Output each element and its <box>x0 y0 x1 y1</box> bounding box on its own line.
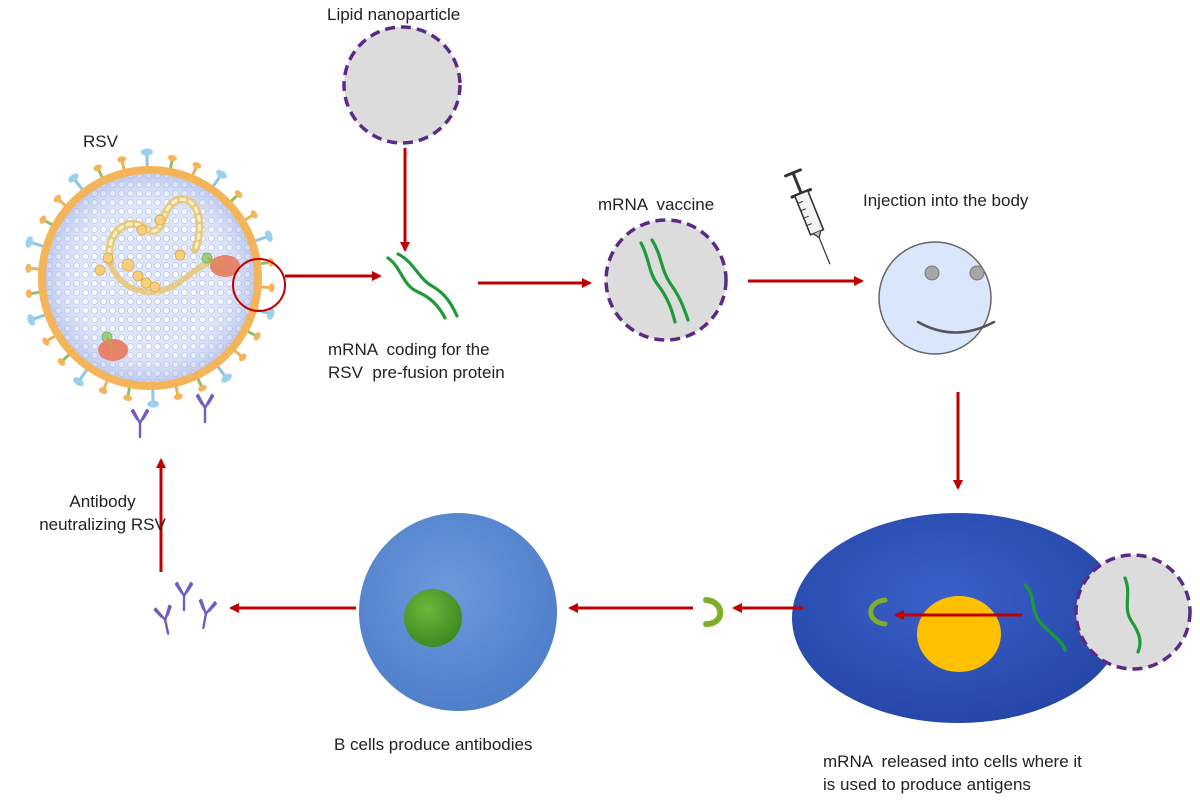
virus-spike-head <box>93 164 102 172</box>
virus-spike-head <box>238 353 247 362</box>
virus-spike-head <box>173 393 183 400</box>
virus-spike-head <box>266 308 275 320</box>
virus-spike-head <box>140 148 153 156</box>
virus-spike-head <box>25 263 32 273</box>
mrna-vaccine-icon <box>1074 553 1192 671</box>
virus-spike-head <box>147 400 160 408</box>
virus-spike-head <box>123 394 133 401</box>
virus-spike-head <box>253 332 261 341</box>
virus-spike-head <box>250 210 258 219</box>
virus-spike-head <box>98 387 108 394</box>
virus-spike-head <box>57 357 66 366</box>
mrna-coding-line2: RSV pre-fusion protein <box>328 363 505 382</box>
mrna-released-label: mRNA released into cells where it is use… <box>823 750 1082 796</box>
virus-spike-head <box>198 384 207 392</box>
virus-spike-head <box>39 215 47 224</box>
b-cells-label: B cells produce antibodies <box>334 735 533 754</box>
virus-spike-head <box>192 162 202 169</box>
virus-spike-head <box>264 230 273 242</box>
virus-spike-head <box>27 314 36 326</box>
virus-spike-head <box>117 156 127 163</box>
virus-spike-head <box>25 289 33 299</box>
host-cell-icon <box>792 513 1124 723</box>
mrna-vaccine-icon <box>604 218 728 342</box>
antibody-label-line2: neutralizing RSV <box>39 515 166 534</box>
mrna-coding-line1: mRNA coding for the <box>328 340 490 359</box>
rsv-virus-icon <box>25 148 286 439</box>
cell-nucleus <box>917 596 1001 672</box>
rsv-label: RSV <box>83 132 118 151</box>
highlight-circle <box>232 258 286 312</box>
mrna-vaccine-label: mRNA vaccine <box>598 195 715 214</box>
virus-spike-head <box>42 337 50 346</box>
mrna-coding-label: mRNA coding for the RSV pre-fusion prote… <box>328 338 505 384</box>
antigen-icon <box>868 597 888 627</box>
virus-spike-head <box>268 283 275 293</box>
antigen-icon <box>703 597 724 627</box>
antibody-label-line1: Antibody <box>69 492 136 511</box>
released-label-line2: is used to produce antigens <box>823 775 1031 794</box>
virus-spike-head <box>234 190 243 199</box>
virus-spike-head <box>216 169 227 179</box>
virus-spike-head <box>167 155 177 162</box>
virus-spike-head <box>68 173 79 183</box>
virus-surface-proteins <box>25 148 275 408</box>
virus-spike-head <box>221 373 232 383</box>
virus-spike-head <box>73 377 84 387</box>
lipid-nanoparticle-icon <box>342 25 462 145</box>
b-cell-nucleus <box>404 589 462 647</box>
injection-label: Injection into the body <box>863 191 1029 210</box>
mrna-strand-icon <box>386 252 459 320</box>
antibody-icon <box>153 581 218 637</box>
released-label-line1: mRNA released into cells where it <box>823 752 1082 771</box>
virus-spike-head <box>53 194 62 203</box>
virus-spike-head <box>25 236 34 248</box>
syringe-icon <box>784 168 831 265</box>
flow-arrows <box>156 148 1022 620</box>
lipid-nanoparticle-label: Lipid nanoparticle <box>327 5 461 24</box>
smiley-face-icon <box>878 241 996 355</box>
antibody-neutralizing-label: Antibody neutralizing RSV <box>20 490 185 536</box>
b-cell-icon <box>359 513 557 711</box>
